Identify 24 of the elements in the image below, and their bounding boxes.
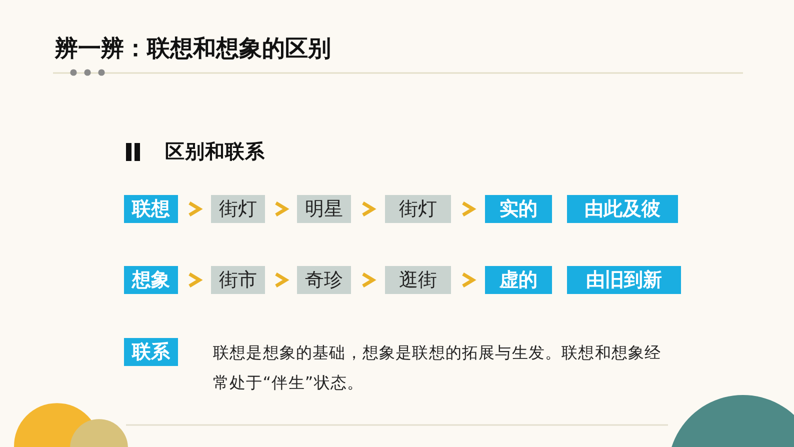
chevron-arrow [275, 202, 290, 216]
term-box: 明星 [297, 195, 351, 223]
chevron-arrow [462, 202, 476, 216]
slide-title: 辨一辨：联想和想象的区别 [55, 35, 331, 63]
chevron-arrow [275, 272, 290, 288]
keyword-box: 由旧到新 [567, 266, 681, 294]
term-box: 街灯 [385, 195, 451, 223]
keyword-box: 实的 [485, 195, 552, 223]
keyword-box: 联想 [124, 195, 178, 223]
term-box: 街灯 [211, 195, 265, 223]
chevron-arrow [362, 202, 376, 216]
keyword-box: 由此及彼 [567, 195, 678, 223]
keyword-box: 想象 [124, 266, 178, 294]
chevron-arrow [462, 272, 476, 288]
chevron-arrow [188, 272, 203, 288]
term-box: 街市 [211, 266, 265, 294]
keyword-box: 联系 [124, 338, 178, 366]
section-heading: 区别和联系 [165, 140, 265, 164]
chevron-arrow [362, 272, 376, 288]
term-box: 奇珍 [297, 266, 351, 294]
chevron-arrow [188, 202, 203, 216]
description-text: 联想是想象的基础，想象是联想的拓展与生发。联想和想象经常处于“伴生”状态。 [213, 342, 662, 394]
keyword-box: 虚的 [485, 266, 552, 294]
term-box: 逛街 [385, 266, 451, 294]
